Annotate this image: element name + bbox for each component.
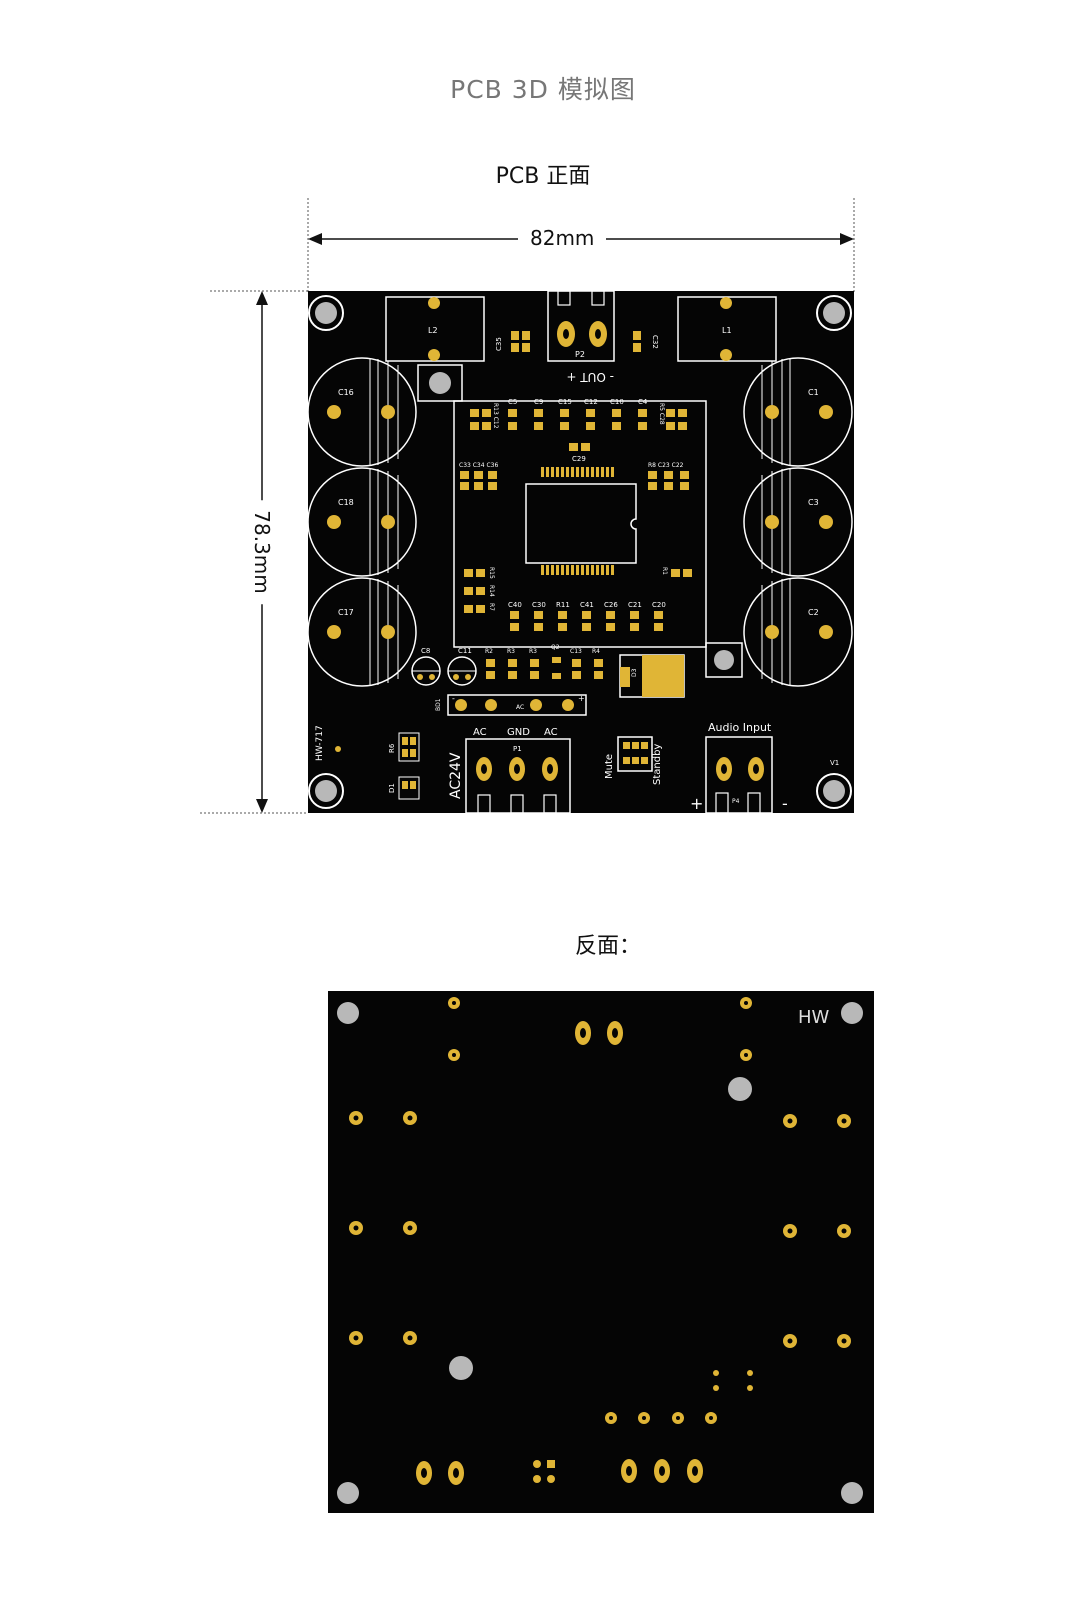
- mounting-hole-tl: [308, 295, 344, 331]
- svg-text:C3: C3: [808, 498, 819, 507]
- svg-text:Q2: Q2: [551, 644, 560, 651]
- svg-text:-: -: [452, 694, 455, 703]
- svg-text:R8 C23 C22: R8 C23 C22: [648, 462, 684, 469]
- svg-text:R3: R3: [529, 648, 537, 655]
- pcb-front: L2 L1 P2 - OUT + C35 C32 C16 C18 C17: [308, 291, 854, 813]
- svg-text:C41: C41: [580, 601, 594, 609]
- svg-text:-: -: [782, 794, 788, 813]
- c32-label: C32: [651, 335, 659, 349]
- svg-text:C18: C18: [338, 498, 354, 507]
- width-dimension: 82mm: [518, 226, 607, 250]
- ac24v-label: AC24V: [448, 752, 464, 799]
- svg-text:C30: C30: [532, 601, 546, 609]
- svg-text:BD1: BD1: [435, 698, 442, 711]
- svg-text:C16: C16: [338, 388, 354, 397]
- amplifier-ic: [525, 483, 637, 564]
- svg-text:AC: AC: [473, 727, 487, 738]
- svg-text:C20: C20: [652, 601, 666, 609]
- svg-text:C12: C12: [584, 398, 598, 406]
- svg-text:V1: V1: [830, 759, 839, 767]
- inductor-l2-label: L2: [428, 326, 438, 335]
- mounting-hole-br: [816, 773, 852, 809]
- svg-text:AC: AC: [544, 727, 558, 738]
- svg-text:+: +: [690, 794, 703, 813]
- cap-c16: C16: [308, 357, 417, 467]
- inductor-l1-label: L1: [722, 326, 732, 335]
- cap-c18: C18: [308, 467, 417, 577]
- svg-text:R13 C12: R13 C12: [492, 403, 499, 429]
- svg-text:C9: C9: [534, 398, 543, 406]
- svg-text:C10: C10: [610, 398, 624, 406]
- svg-text:C5: C5: [508, 398, 517, 406]
- audio-input-label: Audio Input: [708, 721, 772, 734]
- svg-text:C8: C8: [421, 647, 430, 655]
- svg-text:C13: C13: [570, 648, 582, 655]
- svg-text:C26: C26: [604, 601, 618, 609]
- svg-text:R5 C28: R5 C28: [658, 403, 665, 425]
- svg-text:P1: P1: [513, 745, 522, 753]
- svg-text:C4: C4: [638, 398, 648, 406]
- svg-text:C11: C11: [458, 647, 472, 655]
- svg-text:C40: C40: [508, 601, 522, 609]
- c35-label: C35: [495, 337, 503, 351]
- svg-text:C33 C34 C36: C33 C34 C36: [459, 462, 498, 469]
- front-title: PCB 正面: [495, 164, 591, 189]
- svg-text:D1: D1: [388, 783, 396, 793]
- cap-c1: C1: [743, 357, 853, 467]
- svg-text:+: +: [578, 694, 585, 703]
- svg-text:R7: R7: [488, 603, 495, 611]
- svg-text:R3: R3: [507, 648, 515, 655]
- back-title: 反面：: [575, 934, 642, 959]
- svg-text:R4: R4: [592, 648, 600, 655]
- svg-text:C15: C15: [558, 398, 572, 406]
- p2-label: P2: [575, 350, 585, 359]
- mounting-hole-bl: [308, 773, 344, 809]
- svg-text:P4: P4: [732, 798, 740, 805]
- cap-c2: C2: [743, 577, 853, 687]
- svg-text:R15: R15: [488, 567, 495, 579]
- svg-text:C21: C21: [628, 601, 642, 609]
- svg-text:R6: R6: [388, 743, 396, 753]
- svg-text:R14: R14: [488, 585, 495, 597]
- model-label: HW-717: [315, 725, 325, 761]
- hw-label: HW: [798, 1007, 830, 1028]
- page-title: PCB 3D 模拟图: [450, 75, 636, 104]
- svg-text:GND: GND: [507, 727, 530, 738]
- svg-text:AC: AC: [516, 704, 524, 711]
- svg-text:D3: D3: [631, 668, 638, 677]
- mounting-hole-tr: [816, 295, 852, 331]
- svg-text:R2: R2: [485, 648, 493, 655]
- svg-text:C17: C17: [338, 608, 354, 617]
- svg-text:C29: C29: [572, 455, 586, 463]
- mute-label: Mute: [604, 754, 615, 779]
- pcb-back: HW: [328, 991, 874, 1513]
- cap-c3: C3: [743, 467, 853, 577]
- svg-text:C1: C1: [808, 388, 819, 397]
- svg-text:C2: C2: [808, 608, 819, 617]
- cap-c17: C17: [308, 577, 417, 687]
- height-dimension: 78.3mm: [249, 500, 274, 604]
- standby-label: Standby: [652, 744, 663, 785]
- out-label: - OUT +: [566, 370, 614, 384]
- svg-text:R11: R11: [556, 601, 570, 609]
- svg-text:R1: R1: [661, 567, 668, 575]
